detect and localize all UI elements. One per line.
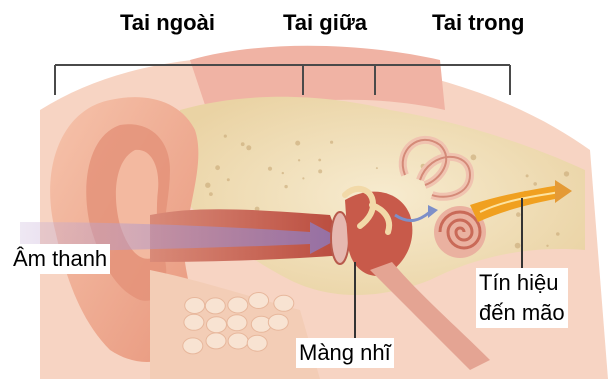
bone-speck	[376, 167, 378, 169]
fat-cell	[228, 333, 248, 349]
fat-cell	[207, 317, 227, 333]
bone-speck	[241, 142, 245, 146]
bone-speck	[282, 172, 284, 174]
bone-speck	[215, 165, 220, 170]
bone-speck	[246, 145, 251, 150]
fat-cell	[249, 293, 269, 309]
bone-speck	[302, 177, 304, 179]
bone-speck	[298, 159, 300, 161]
bone-speck	[209, 192, 213, 196]
eardrum-label: Màng nhĩ	[296, 338, 394, 368]
fat-cell	[268, 314, 288, 330]
fat-cell	[183, 338, 203, 354]
middle-ear-label: Tai giữa	[283, 10, 367, 36]
bone-speck	[564, 171, 569, 176]
eardrum	[331, 212, 349, 264]
signal-label-line1: Tín hiệu	[479, 268, 565, 298]
bone-speck	[556, 232, 560, 236]
bone-speck	[227, 178, 230, 181]
sound-label: Âm thanh	[10, 244, 110, 274]
bone-speck	[471, 154, 477, 160]
bone-speck	[268, 167, 272, 171]
fat-cell	[185, 298, 205, 314]
bone-speck	[318, 159, 321, 162]
fat-cell	[274, 295, 294, 311]
bone-speck	[284, 185, 287, 188]
bone-speck	[205, 183, 210, 188]
fat-cell	[184, 314, 204, 330]
bone-speck	[318, 169, 322, 173]
inner-ear-label: Tai trong	[432, 10, 524, 36]
outer-ear-label: Tai ngoài	[120, 10, 215, 36]
bone-speck	[516, 212, 521, 217]
bone-speck	[526, 174, 529, 177]
bone-speck	[295, 141, 300, 146]
signal-label-line2: đến mão	[479, 298, 565, 328]
bone-speck	[515, 243, 521, 249]
fat-cell	[247, 335, 267, 351]
bone-speck	[224, 135, 227, 138]
fat-cell	[228, 297, 248, 313]
fat-cell	[227, 315, 247, 331]
signal-label: Tín hiệu đến mão	[476, 268, 568, 328]
bone-speck	[533, 182, 537, 186]
bone-speck	[330, 141, 333, 144]
fat-cell	[205, 298, 225, 314]
bone-speck	[546, 245, 548, 247]
fat-cell	[206, 333, 226, 349]
